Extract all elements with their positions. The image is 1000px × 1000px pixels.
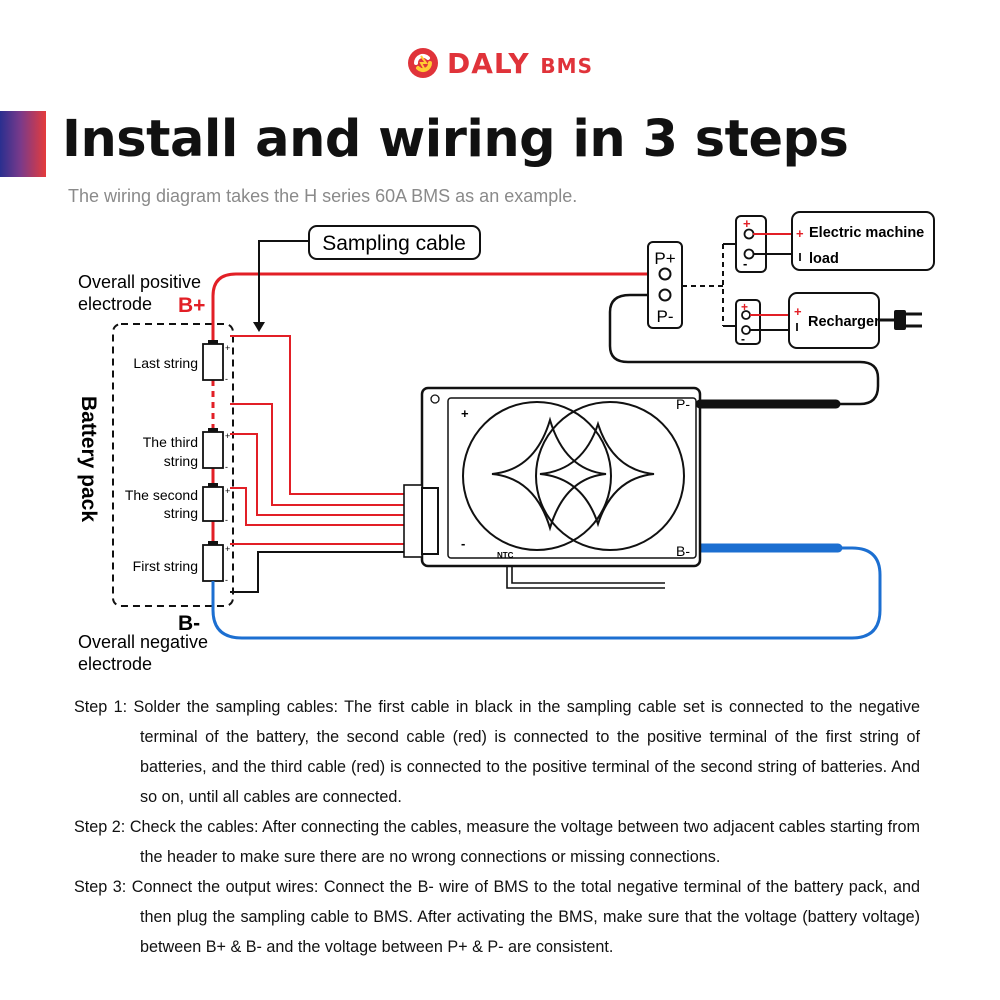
sampling-cable-label: Sampling cable bbox=[322, 232, 466, 255]
sampling-cable-label-box bbox=[308, 225, 481, 260]
step-label: Step 1: bbox=[74, 698, 128, 716]
wiring-diagram: Sampling cable + - + - + - + - Last stri… bbox=[77, 211, 935, 674]
daly-logo-icon bbox=[408, 48, 438, 78]
step-text: Connect the output wires: Connect the B-… bbox=[131, 878, 920, 956]
second-string-label-1: The second bbox=[125, 487, 198, 503]
cell-minus-label: - bbox=[225, 575, 228, 585]
sampling-wire-black bbox=[230, 551, 404, 593]
load-plus-label: + bbox=[743, 216, 751, 231]
step-1: Step 1: Solder the sampling cables: The … bbox=[74, 692, 920, 812]
bms-plus-label: + bbox=[461, 406, 469, 421]
instruction-steps: Step 1: Solder the sampling cables: The … bbox=[74, 692, 920, 962]
negative-electrode-label-2: electrode bbox=[78, 654, 152, 674]
cell-plus-label: + bbox=[225, 343, 230, 353]
battery-cell-first bbox=[202, 541, 224, 582]
positive-electrode-label-2: electrode bbox=[78, 294, 152, 314]
step-2: Step 2: Check the cables: After connecti… bbox=[74, 812, 920, 872]
third-string-label-1: The third bbox=[143, 434, 198, 450]
page-title: Install and wiring in 3 steps bbox=[62, 110, 849, 169]
title-accent-bar bbox=[0, 111, 46, 177]
recharger-box-plus-label: + bbox=[794, 304, 802, 319]
electric-machine-label: Electric machine bbox=[809, 225, 924, 241]
cell-minus-label: - bbox=[225, 515, 228, 525]
b-plus-wire bbox=[211, 272, 650, 344]
sampling-cable-pointer bbox=[258, 240, 310, 330]
p-minus-wire bbox=[608, 293, 880, 406]
brand-logo: DALY BMS bbox=[0, 46, 1000, 80]
bms-b-minus-label: B- bbox=[676, 543, 690, 559]
b-plus-label: B+ bbox=[178, 294, 205, 317]
plug-icon bbox=[879, 310, 922, 330]
p-plus-label: P+ bbox=[654, 249, 675, 268]
battery-cell-third bbox=[202, 428, 224, 469]
brand-name: DALY BMS bbox=[447, 46, 593, 80]
second-string-label-2: string bbox=[164, 505, 198, 521]
ntc-label: NTC bbox=[497, 551, 514, 560]
sampling-wire bbox=[230, 433, 404, 516]
battery-pack-box bbox=[112, 323, 234, 607]
first-string-label: First string bbox=[133, 558, 198, 574]
arrow-icon bbox=[253, 322, 265, 332]
last-string-label: Last string bbox=[133, 355, 198, 371]
step-label: Step 3: bbox=[74, 878, 127, 896]
p-minus-label: P- bbox=[657, 307, 674, 326]
load-label: load bbox=[809, 251, 839, 267]
cell-minus-label: - bbox=[225, 462, 228, 472]
bms-board bbox=[403, 386, 702, 589]
machine-plus-label: + bbox=[796, 226, 804, 241]
step-label: Step 2: bbox=[74, 818, 126, 836]
load-minus-label: - bbox=[743, 256, 747, 271]
step-text: Check the cables: After connecting the c… bbox=[129, 818, 920, 866]
bms-minus-label: - bbox=[461, 536, 465, 551]
step-3: Step 3: Connect the output wires: Connec… bbox=[74, 872, 920, 962]
battery-cell-last bbox=[202, 340, 224, 381]
b-minus-wire bbox=[211, 546, 882, 640]
electric-machine-box bbox=[791, 211, 935, 271]
cell-plus-label: + bbox=[225, 431, 230, 441]
load-connector bbox=[735, 215, 767, 273]
battery-cell-second bbox=[202, 483, 224, 522]
bms-p-minus-label: P- bbox=[676, 396, 690, 412]
b-minus-label: B- bbox=[178, 612, 200, 635]
cell-plus-label: + bbox=[225, 544, 230, 554]
sampling-wire bbox=[230, 487, 404, 526]
cell-plus-label: + bbox=[225, 486, 230, 496]
recharger-minus-label: - bbox=[741, 332, 745, 346]
page-subtitle: The wiring diagram takes the H series 60… bbox=[68, 186, 578, 206]
battery-pack-label: Battery pack bbox=[77, 396, 100, 522]
sampling-wire bbox=[230, 403, 404, 506]
negative-electrode-label-1: Overall negative bbox=[78, 632, 208, 652]
third-string-label-2: string bbox=[164, 453, 198, 469]
recharger-label: Recharger bbox=[808, 314, 880, 330]
sampling-wire bbox=[230, 335, 404, 495]
positive-electrode-label-1: Overall positive bbox=[78, 272, 201, 292]
step-text: Solder the sampling cables: The first ca… bbox=[133, 698, 920, 806]
recharger-plus-label: + bbox=[741, 300, 748, 314]
cell-minus-label: - bbox=[225, 374, 228, 384]
